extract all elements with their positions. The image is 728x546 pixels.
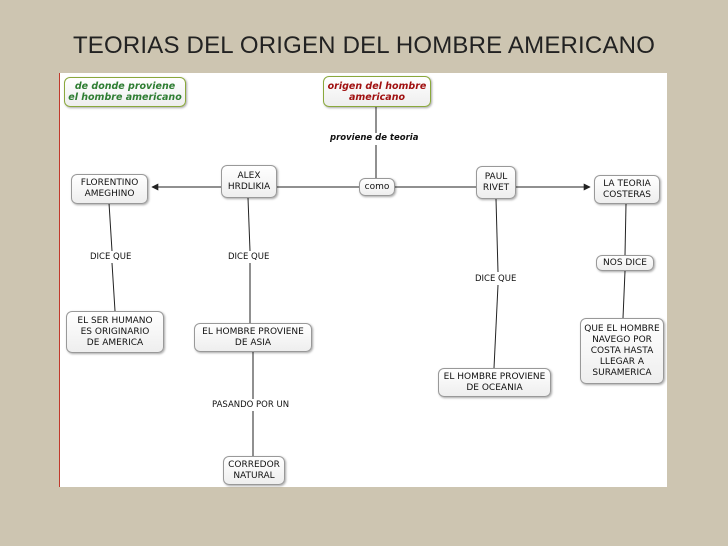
edge-rivet-dice (495, 198, 499, 273)
como-node[interactable]: como (359, 178, 395, 196)
link-proviene-de-teoria: proviene de teoria (328, 133, 421, 143)
origin-node[interactable]: origen del hombre americano (323, 76, 431, 107)
link-dice-que-hrdlikia: DICE QUE (226, 252, 272, 262)
edge-nosdice-navego (622, 270, 626, 319)
ameghino-text: FLORENTINO AMEGHINO (80, 178, 139, 199)
hrdlikia-node[interactable]: ALEX HRDLIKIA (221, 165, 277, 198)
oceania-text: EL HOMBRE PROVIENE DE OCEANIA (443, 371, 546, 393)
asia-node[interactable]: EL HOMBRE PROVIENE DE ASIA (194, 323, 312, 352)
legend-node[interactable]: de donde proviene el hombre americano (64, 77, 186, 107)
concept-map-edges (108, 105, 627, 456)
rivet-node[interactable]: PAUL RIVET (476, 166, 516, 199)
concept-map-canvas: de donde proviene el hombre americano or… (59, 73, 667, 487)
link-pasando-por-un: PASANDO POR UN (210, 400, 292, 410)
nos-dice-node[interactable]: NOS DICE (596, 255, 654, 271)
corredor-node[interactable]: CORREDOR NATURAL (223, 456, 285, 485)
edge-ameghino-dice (108, 202, 113, 252)
hrdlikia-text: ALEX HRDLIKIA (227, 170, 271, 192)
edge-costeras-nosdice (624, 203, 627, 256)
rivet-text: PAUL RIVET (482, 171, 510, 193)
corredor-text: CORREDOR NATURAL (228, 459, 280, 481)
ser-humano-node[interactable]: EL SER HUMANO ES ORIGINARIO DE AMERICA (66, 311, 164, 353)
costeras-node[interactable]: LA TEORIA COSTERAS (594, 175, 660, 204)
navego-text: QUE EL HOMBRE NAVEGO POR COSTA HASTA LLE… (584, 323, 660, 378)
legend-text: de donde proviene el hombre americano (68, 81, 182, 103)
costeras-text: LA TEORIA COSTERAS (602, 178, 652, 200)
navego-node[interactable]: QUE EL HOMBRE NAVEGO POR COSTA HASTA LLE… (580, 318, 664, 384)
origin-text: origen del hombre americano (327, 80, 427, 103)
como-text: como (364, 181, 390, 192)
asia-text: EL HOMBRE PROVIENE DE ASIA (202, 326, 304, 348)
edge-dice-serhumano (111, 262, 116, 312)
oceania-node[interactable]: EL HOMBRE PROVIENE DE OCEANIA (438, 368, 551, 397)
link-dice-que-rivet: DICE QUE (473, 274, 519, 284)
ameghino-node[interactable]: FLORENTINO AMEGHINO (71, 174, 148, 204)
edge-hrdlikia-dice (247, 197, 251, 252)
edge-dice-oceania (493, 284, 499, 369)
slide-title: TEORIAS DEL ORIGEN DEL HOMBRE AMERICANO (72, 32, 656, 59)
link-dice-que-ameghino: DICE QUE (88, 252, 134, 262)
nos-dice-text: NOS DICE (603, 257, 647, 268)
ser-humano-text: EL SER HUMANO ES ORIGINARIO DE AMERICA (77, 315, 153, 348)
